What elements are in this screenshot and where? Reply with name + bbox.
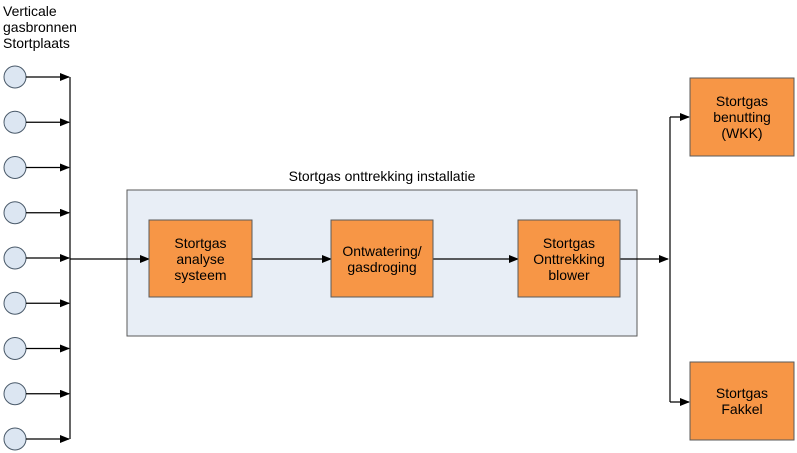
gas-source-circle bbox=[3, 110, 27, 134]
step-blower-label: Stortgas Onttrekking blower bbox=[533, 234, 605, 283]
gas-source-circle bbox=[3, 427, 27, 451]
gas-sources bbox=[3, 65, 70, 451]
sources-title: Verticale gasbronnen Stortplaats bbox=[3, 3, 77, 51]
step-box-analysis bbox=[148, 219, 253, 298]
gas-source-circle bbox=[3, 246, 27, 270]
output-box-wkk bbox=[689, 77, 795, 157]
output-box-flare bbox=[689, 361, 795, 441]
step-box-blower bbox=[517, 219, 621, 298]
step-box-dewatering bbox=[330, 219, 434, 298]
step-dewatering: Ontwatering/ gasdroging bbox=[331, 220, 433, 297]
installation-title: Stortgas onttrekking installatie bbox=[288, 168, 476, 184]
step-dewatering-label: Ontwatering/ gasdroging bbox=[342, 242, 422, 275]
output-flare: Stortgas Fakkel bbox=[690, 362, 794, 440]
step-analysis-label: Stortgas analyse systeem bbox=[174, 234, 227, 283]
gas-source-circle bbox=[3, 337, 27, 360]
gas-source-circle bbox=[3, 382, 27, 406]
output-wkk: Stortgas benutting (WKK) bbox=[690, 78, 794, 156]
gas-source-circle bbox=[3, 65, 27, 89]
output-flare-label: Stortgas Fakkel bbox=[715, 385, 769, 417]
output-wkk-label: Stortgas benutting (WKK) bbox=[713, 93, 771, 141]
step-analysis: Stortgas analyse systeem bbox=[149, 220, 252, 297]
gas-source-circle bbox=[3, 156, 27, 179]
step-blower: Stortgas Onttrekking blower bbox=[518, 220, 620, 297]
gas-source-circle bbox=[3, 201, 27, 225]
gas-source-circle bbox=[3, 291, 27, 315]
